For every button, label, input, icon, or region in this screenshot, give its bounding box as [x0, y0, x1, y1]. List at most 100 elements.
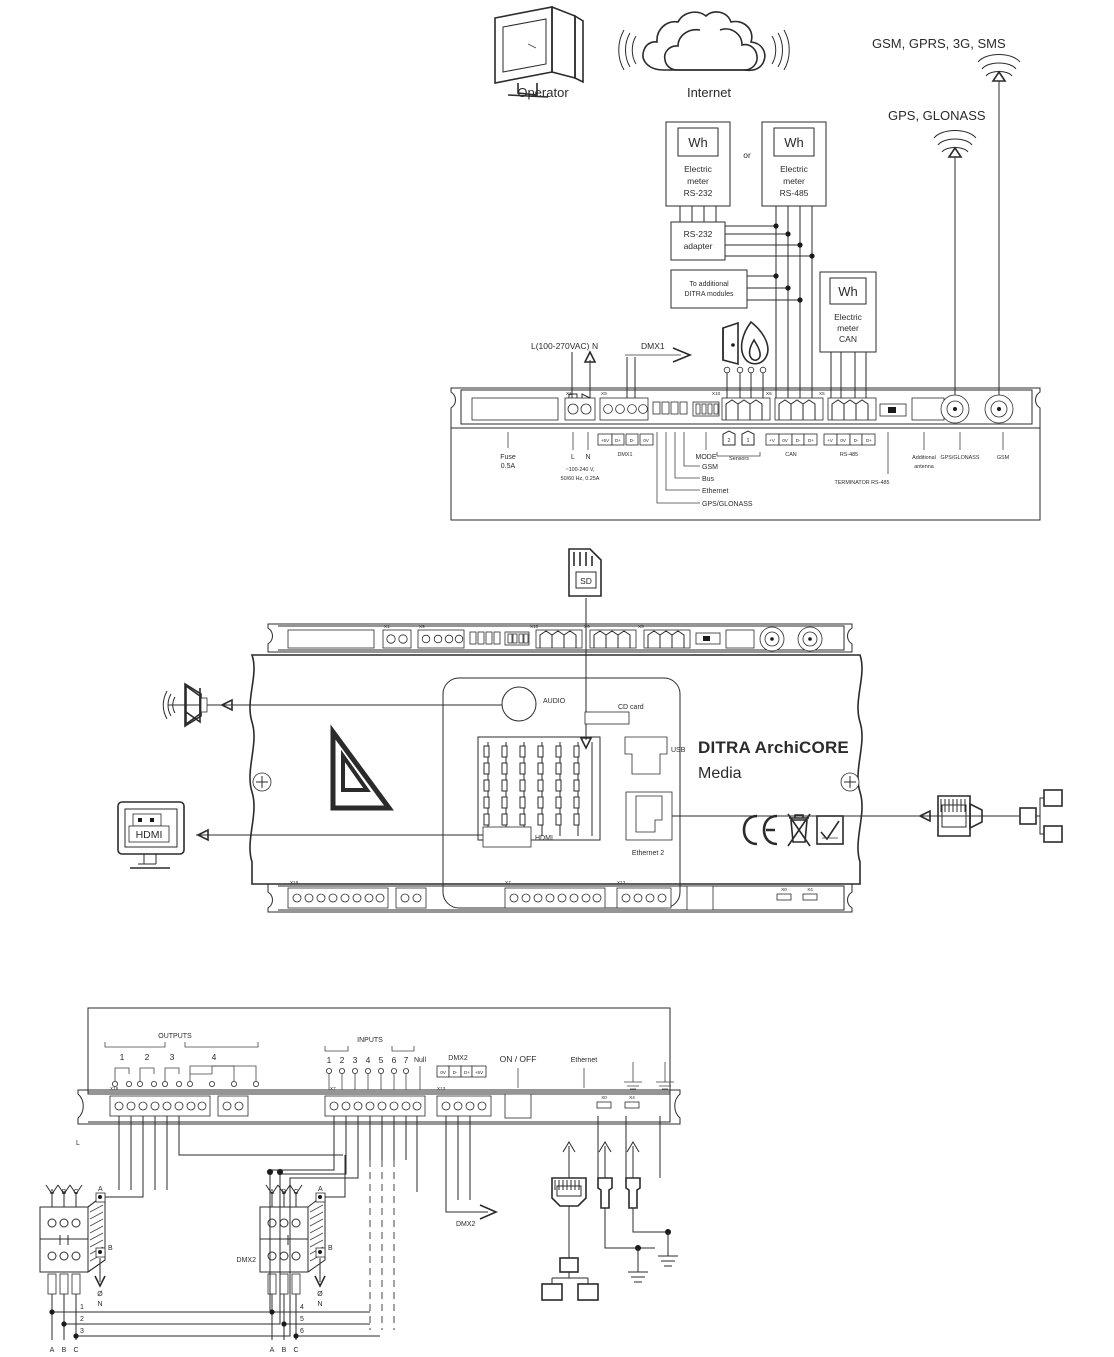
device-mid-connector-x1[interactable]: X1	[382, 624, 412, 649]
flame-sensor-icon	[740, 320, 769, 365]
device-mid-connector-x5[interactable]: X5	[638, 624, 691, 649]
mains-l-label: L(100-270VAC)	[531, 341, 590, 351]
connector-id-x13: X13	[437, 1086, 446, 1091]
operator-monitor-icon	[494, 5, 584, 98]
meter-line3: RS-485	[780, 188, 809, 198]
bottom-connector-dmx2[interactable]	[436, 1095, 492, 1117]
device-mid-bottom-connector-d[interactable]	[616, 887, 672, 909]
bottom-antenna-connector-2	[625, 1177, 678, 1267]
mark-x4-label: X4	[807, 887, 813, 892]
mode-dip-switch[interactable]	[692, 401, 720, 417]
device-mid-leds	[469, 631, 501, 645]
connector-x1[interactable]: X1	[564, 391, 596, 421]
connector-id-x13: X13	[617, 880, 626, 885]
sd-card-label: CD card	[618, 704, 644, 711]
device-mid-terminator[interactable]	[695, 632, 721, 645]
meter-line3: CAN	[839, 334, 857, 344]
device-mid-gsm-jack[interactable]	[797, 626, 823, 652]
connector-id-x6: X6	[584, 624, 590, 629]
can-pin-0: +V	[769, 438, 776, 443]
dmx1-pin-1: D+	[615, 438, 621, 443]
sd-card-slot[interactable]	[584, 711, 630, 725]
gps-antenna-icon	[933, 130, 977, 405]
additional-line2: DITRA modules	[684, 291, 734, 298]
left-phase-c-out: C	[73, 1347, 78, 1354]
outputs-label: OUTPUTS	[158, 1033, 192, 1040]
bottom-power-button[interactable]	[504, 1093, 532, 1119]
or-label: or	[743, 150, 751, 160]
bottom-connector-outputs[interactable]	[109, 1095, 211, 1117]
network-topology-icon	[1019, 789, 1063, 843]
bottom-wiring-bus	[118, 1116, 661, 1200]
blank-panel-area	[911, 397, 945, 421]
bottom-connector-aux[interactable]	[217, 1095, 249, 1117]
hdmi-port[interactable]	[482, 826, 532, 848]
connector-id-x10: X10	[530, 624, 539, 629]
operator-label: Operator	[517, 85, 569, 100]
dmx2-pin-3: +5V	[475, 1070, 484, 1075]
bottom-antenna-connector-1	[597, 1177, 655, 1283]
left-phase-a-out: A	[50, 1347, 55, 1354]
meter-symbol: Wh	[784, 135, 804, 150]
device-top-body	[450, 387, 1041, 521]
connector-x5[interactable]: X5	[819, 391, 877, 421]
ce-mark-icon	[742, 814, 778, 846]
device-mid-gps-jack[interactable]	[759, 626, 785, 652]
mark-x0-label: X0	[781, 887, 787, 892]
connector-x10[interactable]: X10	[712, 391, 771, 421]
input-num-4: 4	[366, 1055, 371, 1065]
left-phase-b: B	[62, 1189, 67, 1196]
audio-jack[interactable]	[501, 686, 537, 722]
device-mid-bottom-connector-c[interactable]	[504, 887, 606, 909]
connector-id-x9: X9	[601, 391, 607, 396]
dmx2-pin-0: 0V	[440, 1070, 447, 1075]
eac-mark-icon	[816, 815, 844, 845]
right-neutral-label: N	[317, 1301, 322, 1308]
device-mid-bottom-connector-b[interactable]	[395, 887, 427, 909]
speaker-icon	[162, 682, 208, 728]
meter-line1: Electric	[684, 164, 713, 174]
terminator-switch[interactable]	[879, 403, 907, 417]
callout-l: L	[571, 454, 575, 461]
input-num-2: 2	[340, 1055, 345, 1065]
callout-mode: MODE	[696, 454, 717, 461]
device-mid-connector-x9[interactable]: X9	[417, 624, 465, 649]
left-term-3: 3	[80, 1328, 84, 1335]
callout-gsm: GSM	[702, 464, 718, 471]
door-sensor-icon	[722, 321, 739, 366]
gps-antenna-jack[interactable]	[940, 394, 970, 424]
connector-x9[interactable]: X9	[599, 391, 649, 421]
bottom-connector-inputs[interactable]	[324, 1095, 426, 1117]
right-phase-a: A	[270, 1189, 275, 1196]
device-mid-connector-x10[interactable]: X10	[530, 624, 583, 649]
sensors-legend: 2 1 Sensors	[716, 430, 761, 462]
right-phase-b: B	[282, 1189, 287, 1196]
meter-symbol: Wh	[688, 135, 708, 150]
can-pin-1: 0V	[782, 438, 789, 443]
gsm-antenna-jack[interactable]	[984, 394, 1014, 424]
device-mid-bottom-connector-a[interactable]	[287, 887, 389, 909]
callout-additional-antenna-sub: antenna	[914, 464, 934, 470]
device-mid-power-button[interactable]	[686, 885, 714, 911]
adapter-line1: RS-232	[684, 229, 713, 239]
device-mid-connector-x6[interactable]: X6	[584, 624, 637, 649]
callout-n: N	[585, 454, 590, 461]
device-mid-dip-switch[interactable]	[504, 631, 530, 646]
ethernet2-port[interactable]	[625, 791, 673, 841]
sd-label: SD	[580, 576, 592, 586]
connector-id-x5: X5	[638, 624, 644, 629]
sd-card-icon: SD	[568, 548, 602, 597]
right-phase-c: C	[293, 1189, 298, 1196]
rs485-pin-3: D+	[866, 438, 872, 443]
right-phase-arrows	[265, 1184, 303, 1207]
gps-label: GPS, GLONASS	[888, 108, 986, 123]
right-term-5: 5	[300, 1316, 304, 1323]
dmx1-pin-2: D-	[630, 438, 635, 443]
usb-port[interactable]	[624, 736, 668, 775]
callout-gps-glonass: GPS/GLONASS	[702, 501, 753, 508]
left-fuses	[47, 1273, 81, 1340]
right-neutral: Ø N	[314, 1258, 326, 1308]
connector-x6[interactable]: X6	[766, 391, 824, 421]
onoff-label: ON / OFF	[500, 1054, 537, 1064]
output-num-2: 2	[145, 1052, 150, 1062]
